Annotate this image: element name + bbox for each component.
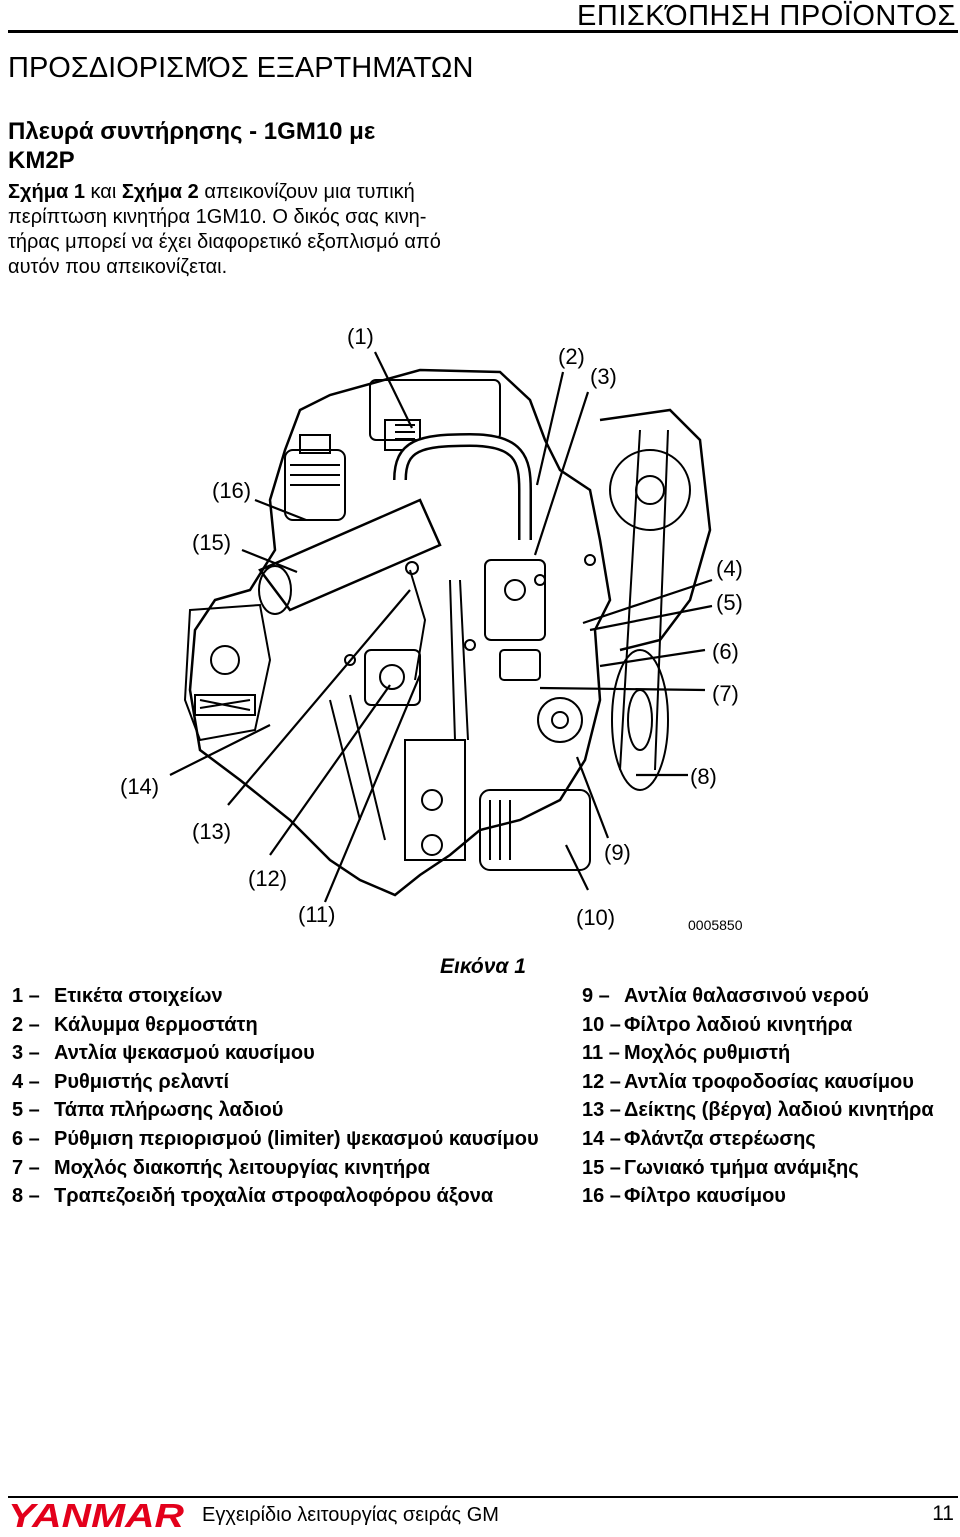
- legend-text: Γωνιακό τμήμα ανάμιξης: [624, 1156, 859, 1179]
- page-number: 11: [932, 1502, 954, 1525]
- legend-num: 12 –: [582, 1070, 621, 1093]
- legend-item: 2 – Κάλυμμα θερμοστάτη: [12, 1011, 539, 1040]
- legend-num: 4 –: [12, 1070, 40, 1093]
- intro-paragraph: Σχήμα 1 και Σχήμα 2 απεικονίζουν μια τυπ…: [8, 180, 458, 280]
- legend-num: 3 –: [12, 1042, 40, 1065]
- legend-item: 12 –Αντλία τροφοδοσίας καυσίμου: [582, 1068, 934, 1097]
- legend-item: 6 – Ρύθμιση περιορισμού (limiter) ψεκασμο…: [12, 1125, 539, 1154]
- figure-caption: Εικόνα 1: [440, 955, 526, 978]
- legend-text: Μοχλός διακοπής λειτουργίας κινητήρα: [54, 1156, 430, 1179]
- legend-num: 11 –: [582, 1042, 620, 1065]
- callout-3: (3): [590, 364, 617, 389]
- callout-13: (13): [192, 819, 231, 844]
- legend-num: 7 –: [12, 1156, 40, 1179]
- callout-6: (6): [712, 639, 739, 664]
- intro-text-and: και: [84, 181, 122, 203]
- yanmar-logo-icon: YANMAR: [8, 1497, 184, 1534]
- legend-item: 3 – Αντλία ψεκασμού καυσίμου: [12, 1039, 539, 1068]
- legend-num: 16 –: [582, 1185, 621, 1208]
- legend-item: 1 – Ετικέτα στοιχείων: [12, 982, 539, 1011]
- footer-divider: [8, 1496, 958, 1498]
- legend-item: 4 – Ρυθμιστής ρελαντί: [12, 1068, 539, 1097]
- legend-text: Τάπα πλήρωσης λαδιού: [54, 1099, 284, 1122]
- manual-title: Εγχειρίδιο λειτουργίας σειράς GM: [202, 1504, 499, 1526]
- legend-item: 5 – Τάπα πλήρωσης λαδιού: [12, 1096, 539, 1125]
- callout-16: (16): [212, 478, 251, 503]
- intro-text-rest: απεικονίζουν μια τυπική περίπτωση κινητή…: [8, 181, 441, 278]
- svg-text:YANMAR: YANMAR: [8, 1500, 184, 1532]
- callout-7: (7): [712, 681, 739, 706]
- legend-num: 8 –: [12, 1185, 40, 1208]
- callout-10: (10): [576, 905, 615, 930]
- callout-14: (14): [120, 774, 159, 799]
- engine-illustration: (1) (2) (3) (4) (5) (6) (7) (8) (9) (10)…: [120, 324, 743, 933]
- legend-num: 5 –: [12, 1099, 40, 1122]
- legend-item: 15 –Γωνιακό τμήμα ανάμιξης: [582, 1154, 934, 1183]
- header-divider: [8, 30, 958, 33]
- legend-item: 14 –Φλάντζα στερέωσης: [582, 1125, 934, 1154]
- legend-right: 9 – Αντλία θαλασσινού νερού 10 –Φίλτρο λα…: [582, 982, 934, 1211]
- callout-4: (4): [716, 556, 743, 581]
- callout-12: (12): [248, 866, 287, 891]
- legend-text: Αντλία ψεκασμού καυσίμου: [54, 1042, 315, 1065]
- legend-num: 13 –: [582, 1099, 621, 1122]
- legend-num: 2 –: [12, 1013, 40, 1036]
- yanmar-logo: YANMAR: [8, 1497, 188, 1537]
- legend-num: 14 –: [582, 1127, 621, 1150]
- legend-num: 15 –: [582, 1156, 621, 1179]
- section-title: ΠΡΟΣΔΙΟΡΙΣΜΌΣ ΕΞΑΡΤΗΜΆΤΩΝ: [8, 52, 474, 84]
- legend-left: 1 – Ετικέτα στοιχείων 2 – Κάλυμμα θερμοστά…: [12, 982, 539, 1211]
- legend-item: 16 –Φίλτρο καυσίμου: [582, 1182, 934, 1211]
- callout-9: (9): [604, 840, 631, 865]
- callout-8: (8): [690, 764, 717, 789]
- image-code: 0005850: [688, 917, 743, 933]
- engine-figure: (1) (2) (3) (4) (5) (6) (7) (8) (9) (10)…: [0, 300, 960, 960]
- legend-text: Φίλτρο λαδιού κινητήρα: [624, 1013, 853, 1036]
- callout-11: (11): [298, 902, 336, 927]
- legend-text: Μοχλός ρυθμιστή: [624, 1042, 791, 1065]
- legend-item: 10 –Φίλτρο λαδιού κινητήρα: [582, 1011, 934, 1040]
- figure-2-ref[interactable]: Σχήμα 2: [121, 181, 199, 203]
- legend-text: Ρυθμιστής ρελαντί: [54, 1070, 230, 1093]
- legend-text: Τραπεζοειδή τροχαλία στροφαλοφόρου άξονα: [54, 1185, 494, 1208]
- legend-num: 1 –: [12, 985, 40, 1007]
- callout-5: (5): [716, 590, 743, 615]
- legend-num: 9 –: [582, 985, 610, 1007]
- callout-15: (15): [192, 530, 231, 555]
- legend-text: Ετικέτα στοιχείων: [54, 985, 223, 1007]
- callout-2: (2): [558, 344, 585, 369]
- legend-text: Φίλτρο καυσίμου: [624, 1185, 786, 1208]
- legend-text: Αντλία θαλασσινού νερού: [624, 985, 869, 1007]
- legend-text: Δείκτης (βέργα) λαδιού κινητήρα: [624, 1099, 934, 1122]
- legend-num: 10 –: [582, 1013, 621, 1036]
- legend-text: Φλάντζα στερέωσης: [624, 1127, 816, 1150]
- legend-num: 6 –: [12, 1127, 40, 1150]
- legend-item: 7 – Μοχλός διακοπής λειτουργίας κινητήρα: [12, 1154, 539, 1183]
- header-title: ΕΠΙΣΚΌΠΗΣΗ ΠΡΟΪΟΝΤΟΣ: [577, 0, 956, 32]
- legend-text: Αντλία τροφοδοσίας καυσίμου: [624, 1070, 914, 1093]
- callout-1: (1): [347, 324, 374, 349]
- legend-text: Κάλυμμα θερμοστάτη: [54, 1013, 258, 1036]
- legend-item: 9 – Αντλία θαλασσινού νερού: [582, 982, 934, 1011]
- figure-1-ref[interactable]: Σχήμα 1: [8, 181, 85, 203]
- sub-title: Πλευρά συντήρησης - 1GM10 με KM2P: [8, 118, 376, 174]
- legend-text: Ρύθμιση περιορισμού (limiter) ψεκασμού κ…: [54, 1127, 539, 1150]
- legend-item: 8 – Τραπεζοειδή τροχαλία στροφαλοφόρου άξ…: [12, 1182, 539, 1211]
- legend-item: 13 –Δείκτης (βέργα) λαδιού κινητήρα: [582, 1096, 934, 1125]
- legend-item: 11 –Μοχλός ρυθμιστή: [582, 1039, 934, 1068]
